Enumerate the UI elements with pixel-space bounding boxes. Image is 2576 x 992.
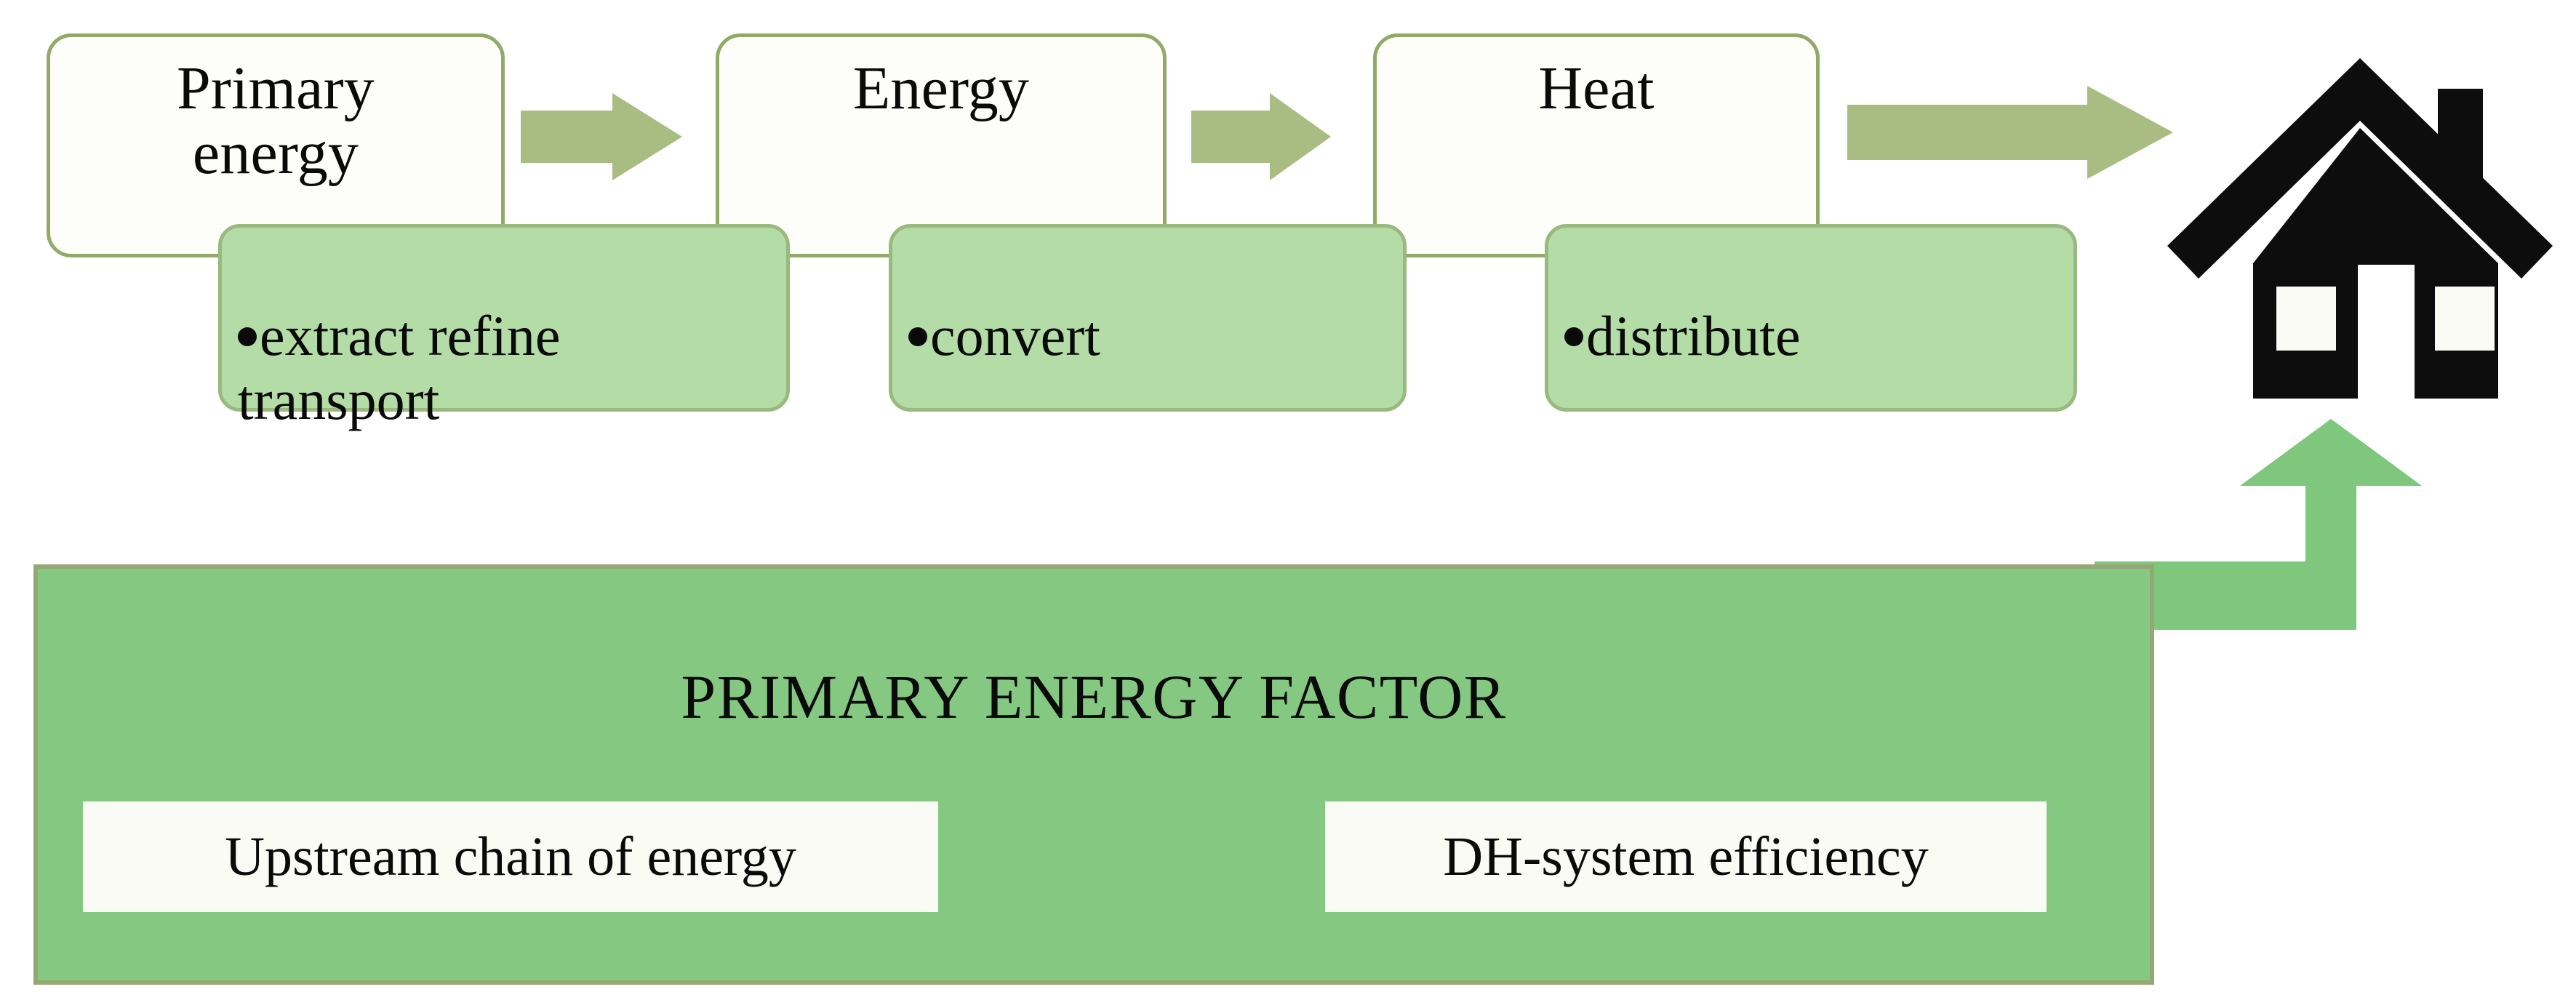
label-dh-system-efficiency: DH-system efficiency [1325,801,2047,912]
process-box-energy[interactable]: Energy [716,33,1167,257]
callout-extract-text: extract refine transport [238,304,561,431]
banner-title: PRIMARY ENERGY FACTOR [681,662,1507,732]
bullet-icon [238,327,257,346]
callout-convert[interactable]: convert [889,224,1407,412]
house-icon [2167,58,2553,399]
process-box-energy-label: Energy [852,55,1030,122]
callout-distribute[interactable]: distribute [1545,224,2077,412]
callout-convert-text: convert [930,304,1100,368]
process-box-heat-label: Heat [1538,55,1655,122]
bullet-icon [908,327,927,346]
process-box-primary-energy-label: Primary energy [176,55,375,188]
label-upstream-chain-of-energy: Upstream chain of energy [83,801,938,912]
callout-extract-refine-transport[interactable]: extract refine transport [218,224,790,431]
right-arrow-icon [521,93,682,180]
bent-up-arrow-icon [2095,419,2422,630]
process-box-primary-energy[interactable]: Primary energy [47,33,505,257]
bullet-icon [1564,327,1583,346]
process-box-heat[interactable]: Heat [1373,33,1820,257]
callout-distribute-text: distribute [1586,304,1801,368]
right-arrow-icon [1191,93,1331,180]
label-dh-text: DH-system efficiency [1443,825,1929,887]
right-arrow-icon [1847,86,2173,179]
label-upstream-text: Upstream chain of energy [225,825,796,887]
callout-extract-label: extract refine transport [238,241,770,431]
callout-distribute-label: distribute [1564,241,2057,368]
primary-energy-factor-banner[interactable]: PRIMARY ENERGY FACTOR Upstream chain of … [33,564,2154,985]
callout-convert-label: convert [908,241,1387,368]
